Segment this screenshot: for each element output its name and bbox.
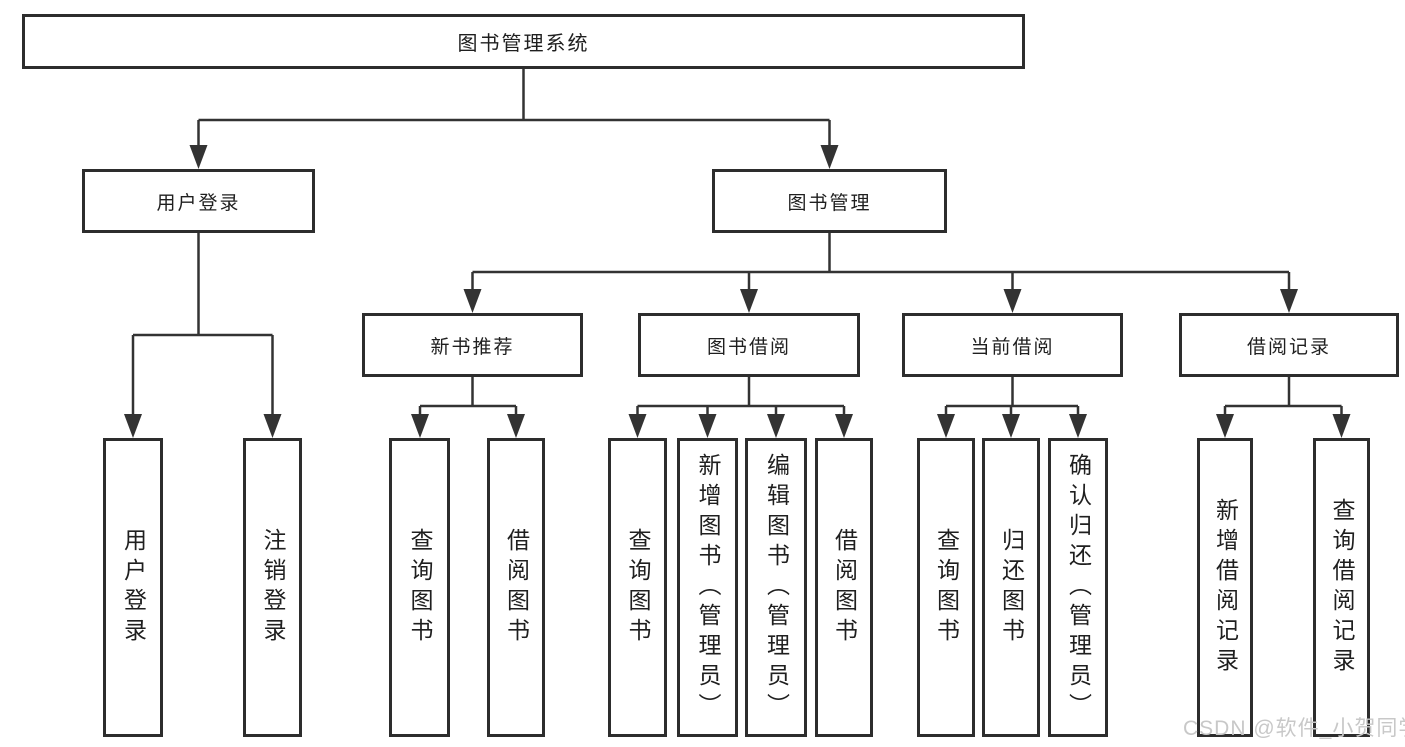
node-label: 借阅记录	[1246, 336, 1331, 358]
leaf-search-books-current: 查询图书	[917, 438, 975, 737]
node-label: 图书管理	[787, 192, 872, 214]
leaf-user-login: 用户登录	[103, 438, 163, 737]
leaf-label: 新增借阅记录	[1212, 497, 1239, 678]
csdn-watermark: CSDN @软件_小贺同学	[1183, 717, 1405, 740]
node-label: 新书推荐	[430, 336, 515, 358]
leaf-borrow-books-recommend: 借阅图书	[487, 438, 545, 737]
leaf-return-books: 归还图书	[982, 438, 1040, 737]
node-label: 图书借阅	[706, 336, 791, 358]
leaf-label: 用户登录	[120, 527, 147, 648]
leaf-label: 查询图书	[407, 527, 433, 648]
leaf-label: 借阅图书	[503, 527, 530, 648]
leaf-label: 编辑图书（管理员）	[763, 452, 790, 723]
leaf-confirm-return-admin: 确认归还（管理员）	[1048, 438, 1108, 737]
leaf-edit-book-admin: 编辑图书（管理员）	[745, 438, 807, 737]
node-library-management-system: 图书管理系统	[22, 14, 1025, 69]
leaf-logout: 注销登录	[243, 438, 302, 737]
node-label: 当前借阅	[970, 336, 1055, 358]
node-label: 图书管理系统	[457, 33, 590, 55]
leaf-search-books-recommend: 查询图书	[389, 438, 450, 737]
leaf-search-borrow-record: 查询借阅记录	[1313, 438, 1370, 737]
node-user-login: 用户登录	[82, 169, 315, 233]
node-book-management: 图书管理	[712, 169, 947, 233]
leaf-label: 借阅图书	[831, 527, 858, 648]
leaf-add-borrow-record: 新增借阅记录	[1197, 438, 1253, 737]
leaf-label: 查询图书	[625, 527, 651, 648]
node-current-borrowing: 当前借阅	[902, 313, 1123, 377]
leaf-borrow-books-borrowing: 借阅图书	[815, 438, 873, 737]
leaf-add-book-admin: 新增图书（管理员）	[677, 438, 738, 737]
leaf-label: 注销登录	[260, 527, 286, 648]
leaf-search-books-borrowing: 查询图书	[608, 438, 667, 737]
leaf-label: 查询借阅记录	[1329, 497, 1355, 678]
node-borrow-records: 借阅记录	[1179, 313, 1399, 377]
leaf-label: 查询图书	[933, 527, 960, 648]
arrowheads	[124, 145, 1351, 438]
node-book-borrowing: 图书借阅	[638, 313, 860, 377]
leaf-label: 新增图书（管理员）	[695, 452, 721, 723]
node-new-book-recommend: 新书推荐	[362, 313, 583, 377]
leaf-label: 归还图书	[998, 527, 1025, 648]
leaf-label: 确认归还（管理员）	[1065, 452, 1092, 723]
node-label: 用户登录	[156, 192, 241, 214]
